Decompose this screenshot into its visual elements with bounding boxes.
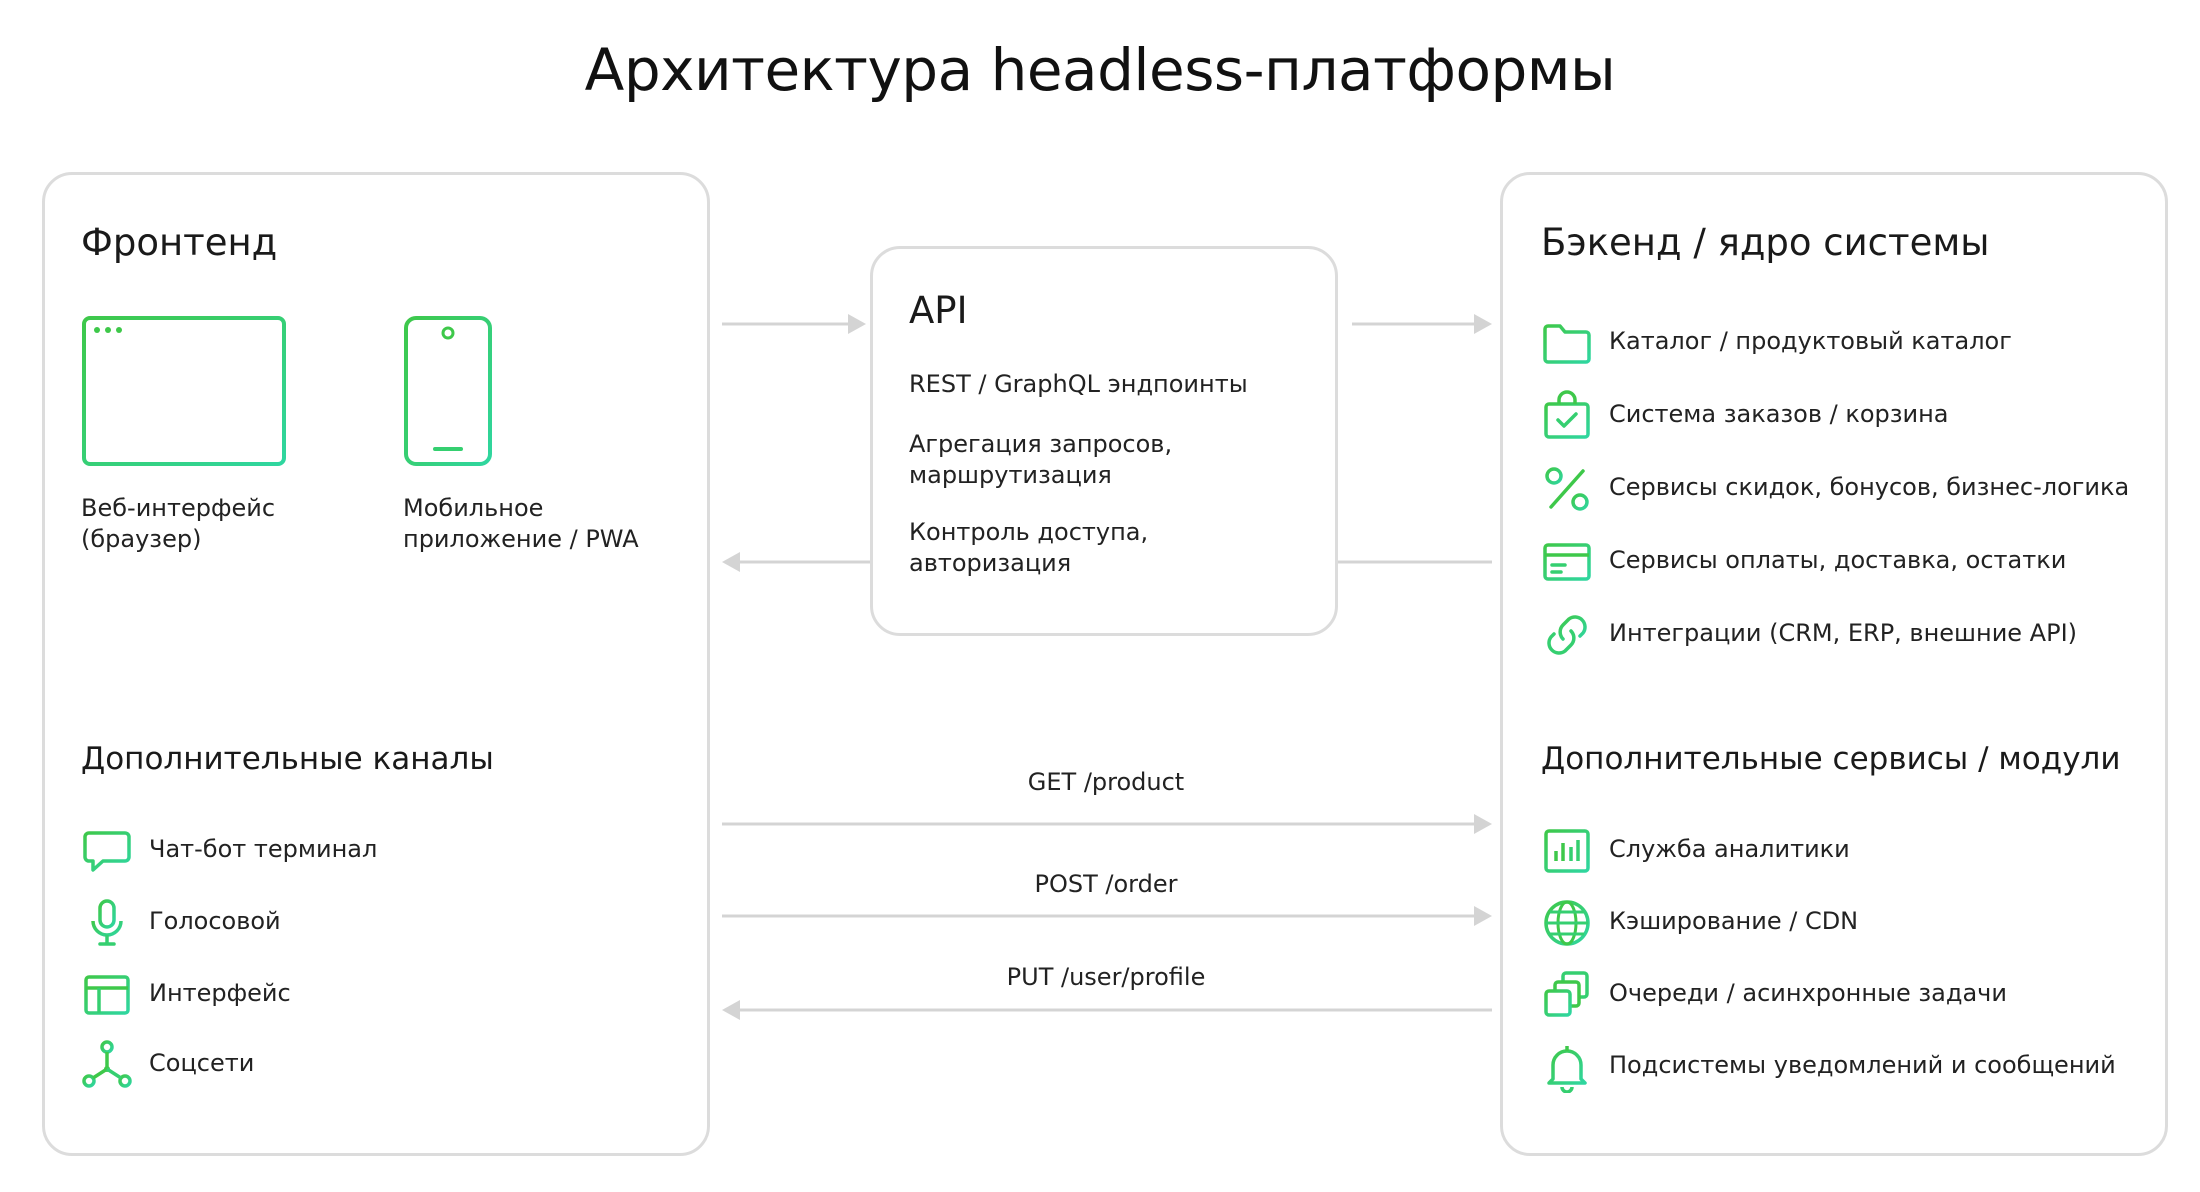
list-item: Каталог / продуктовый каталог <box>1541 317 2161 369</box>
mobile-phone-icon <box>403 315 493 467</box>
shopping-bag-check-icon <box>1541 390 1593 442</box>
list-item: Интеграции (CRM, ERP, внешние API) <box>1541 609 2161 661</box>
api-line-aggregation: Агрегация запросов,маршрутизация <box>909 430 1173 489</box>
list-item: Соцсети <box>81 1039 681 1091</box>
api-box: API REST / GraphQL эндпоинты Агрегация з… <box>870 246 1338 636</box>
list-item: Кэширование / CDN <box>1541 897 2161 949</box>
backend-panel: Бэкенд / ядро системы Каталог / продукто… <box>1500 172 2168 1156</box>
list-item: Подсистемы уведомлений и сообщений <box>1541 1041 2161 1093</box>
frontend-heading: Фронтенд <box>81 221 278 264</box>
list-item: Служба аналитики <box>1541 825 2161 877</box>
frontend-panel: Фронтенд Веб-интерфейс(браузер) Мобильно… <box>42 172 710 1156</box>
list-item: Чат-бот терминал <box>81 825 681 877</box>
channels-heading: Дополнительные каналы <box>81 741 494 777</box>
list-item: Очереди / асинхронные задачи <box>1541 969 2161 1021</box>
list-item: Голосовой <box>81 897 681 949</box>
percent-icon <box>1541 463 1593 515</box>
list-item: Система заказов / корзина <box>1541 390 2161 442</box>
microphone-icon <box>81 897 133 949</box>
list-item: Интерфейс <box>81 969 681 1021</box>
folder-icon <box>1541 317 1593 369</box>
layout-panel-icon <box>81 969 133 1021</box>
network-nodes-icon <box>81 1039 133 1091</box>
api-heading: API <box>909 289 968 332</box>
api-line-access: Контроль доступа,авторизация <box>909 518 1149 577</box>
channels-list: Чат-бот терминал Голосовой Интерфейс Соц… <box>81 825 681 1145</box>
bar-chart-icon <box>1541 825 1593 877</box>
list-item: Сервисы скидок, бонусов, бизнес-логика <box>1541 463 2161 515</box>
stacked-copies-icon <box>1541 969 1593 1021</box>
globe-icon <box>1541 897 1593 949</box>
backend-core-list: Каталог / продуктовый каталог Система за… <box>1541 317 2161 697</box>
route-label-get-product: GET /product <box>1027 768 1185 796</box>
route-label-put-profile: PUT /user/profile <box>1006 963 1206 991</box>
browser-window-icon <box>81 315 287 467</box>
backend-heading: Бэкенд / ядро системы <box>1541 221 1990 264</box>
api-line-endpoints: REST / GraphQL эндпоинты <box>909 370 1248 398</box>
bell-icon <box>1541 1041 1593 1093</box>
page-title: Архитектура headless-платформы <box>584 36 1616 104</box>
web-interface-label: Веб-интерфейс(браузер) <box>81 494 276 553</box>
modules-heading: Дополнительные сервисы / модули <box>1541 741 2121 777</box>
chat-bubble-icon <box>81 825 133 877</box>
modules-list: Служба аналитики Кэширование / CDN Очере… <box>1541 825 2161 1145</box>
link-icon <box>1541 609 1593 661</box>
list-item: Сервисы оплаты, доставка, остатки <box>1541 536 2161 588</box>
route-label-post-order: POST /order <box>1034 870 1178 898</box>
credit-card-icon <box>1541 536 1593 588</box>
